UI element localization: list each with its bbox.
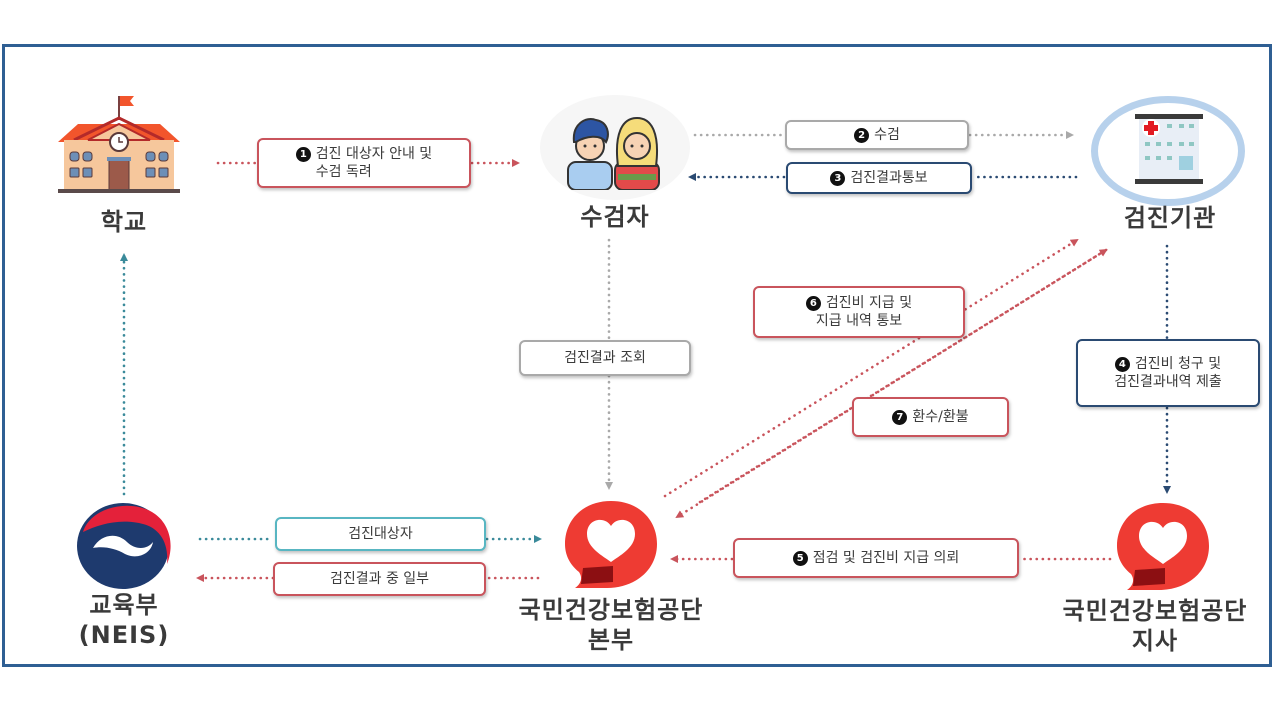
partial-results-box: 검진결과 중 일부	[273, 562, 486, 596]
nhis-branch-label: 국민건강보험공단 지사	[1030, 596, 1280, 656]
step-1-text-line1: 검진 대상자 안내 및	[315, 146, 433, 162]
moe-label: 교육부 (NEIS)	[64, 590, 184, 650]
step-5-number-badge: 5	[792, 550, 808, 566]
hospital-circle	[1091, 96, 1245, 206]
people-couple-icon	[566, 114, 661, 191]
step-7-number-badge: 7	[892, 409, 908, 425]
moe-label-system: (NEIS)	[78, 621, 170, 649]
nhis-hq-label: 국민건강보험공단 본부	[486, 595, 736, 655]
step-5-text: 점검 및 검진비 지급 의뢰	[812, 550, 960, 566]
hospital-building-icon	[1133, 112, 1205, 188]
step-3-text: 검진결과통보	[850, 170, 928, 186]
nhis-hq-label-name: 국민건강보험공단	[518, 596, 704, 624]
step-2-number-badge: 2	[854, 127, 870, 143]
nhis-heart-logo-icon	[1113, 500, 1213, 596]
examinee-label: 수검자	[580, 203, 650, 231]
step-1-number-badge: 1	[295, 146, 311, 162]
nhis-branch-label-unit: 지사	[1131, 627, 1179, 655]
step-6-text-line2: 지급 내역 통보	[815, 313, 903, 329]
step-2-text: 수검	[874, 127, 900, 143]
moe-label-name: 교육부	[89, 591, 159, 619]
school-building-icon	[54, 92, 184, 197]
nhis-heart-logo-icon	[561, 498, 661, 594]
exam-targets-text: 검진대상자	[348, 526, 413, 542]
step-1-text-line2: 수검 독려	[315, 164, 372, 180]
step-3-number-badge: 3	[830, 170, 846, 186]
step-4-text-line1: 검진비 청구 및	[1134, 356, 1222, 372]
step-4-text-line2: 검진결과내역 제출	[1114, 374, 1222, 390]
step-4-number-badge: 4	[1114, 356, 1130, 372]
nhis-branch-label-name: 국민건강보험공단	[1062, 597, 1248, 625]
hospital-label: 검진기관	[1123, 204, 1217, 232]
result-inquiry-box: 검진결과 조회	[519, 340, 691, 376]
korea-government-emblem-icon	[71, 498, 177, 594]
school-label: 학교	[100, 208, 148, 236]
nhis-hq-label-unit: 본부	[587, 626, 635, 654]
exam-targets-box: 검진대상자	[275, 517, 486, 551]
step-7-text: 환수/환불	[912, 409, 969, 425]
result-inquiry-text: 검진결과 조회	[564, 350, 646, 366]
partial-results-text: 검진결과 중 일부	[329, 571, 430, 587]
step-6-number-badge: 6	[805, 295, 821, 311]
step-6-text-line1: 검진비 지급 및	[825, 295, 913, 311]
